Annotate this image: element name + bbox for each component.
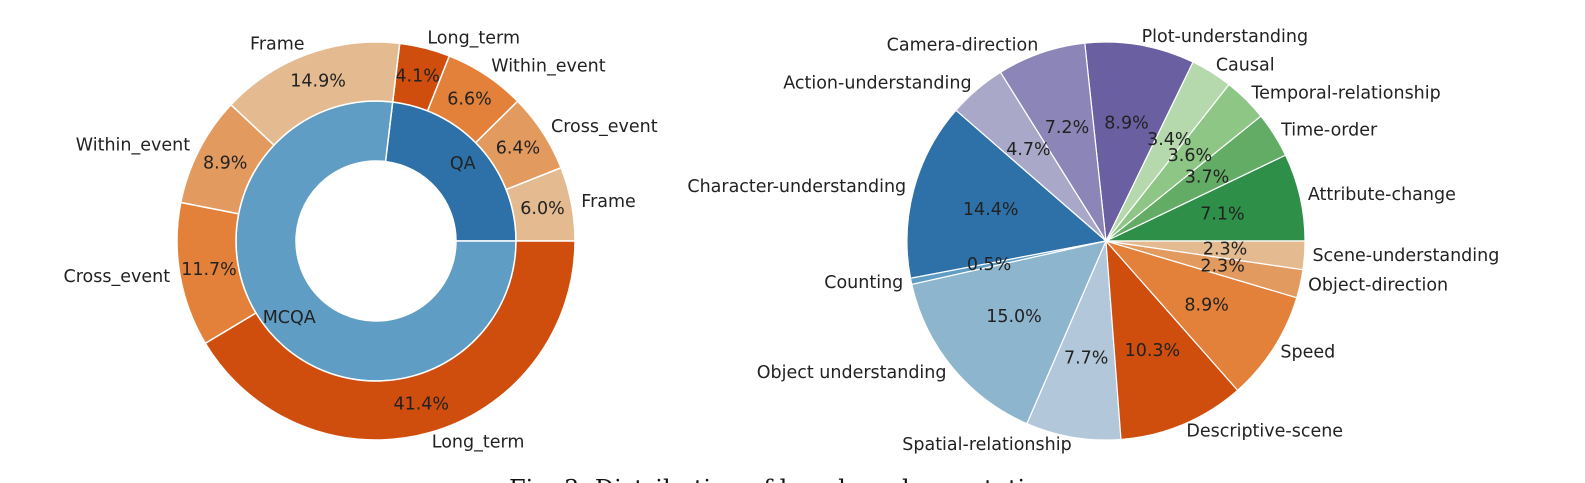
pie-category-label: Counting [824, 273, 903, 293]
pie-category-label: Descriptive-scene [1186, 422, 1343, 442]
outer-ring-category-label: Cross_event [551, 117, 658, 137]
pie-category-label: Object understanding [757, 363, 947, 383]
pie-category-label: Plot-understanding [1142, 27, 1309, 47]
outer-ring-percent-label: 11.7% [181, 260, 237, 280]
pie-percent-label: 3.7% [1185, 167, 1229, 187]
pie-percent-label: 2.3% [1203, 240, 1247, 260]
pie-category-label: Temporal-relationship [1250, 84, 1440, 104]
pie-category-label: Scene-understanding [1312, 246, 1499, 266]
pie-percent-label: 4.7% [1006, 140, 1050, 160]
pie-percent-label: 7.2% [1045, 118, 1089, 138]
pie-percent-label: 8.9% [1184, 295, 1228, 315]
pie-slice [911, 240, 1108, 425]
pie-slice [1105, 240, 1306, 271]
outer-ring-category-label: Cross_event [64, 267, 171, 287]
outer-ring-category-label: Frame [581, 192, 636, 212]
pie-slice [1084, 41, 1194, 244]
pie-category-label: Camera-direction [887, 35, 1039, 55]
outer-ring-percent-label: 6.6% [447, 90, 491, 110]
pie-percent-label: 3.4% [1147, 130, 1191, 150]
pie-slice [906, 109, 1108, 279]
outer-ring-slice [204, 240, 576, 441]
pie-chart: 7.1% Attribute-change 3.7% Time-order 3.6% Te… [687, 27, 1499, 455]
inner-ring-label: MCQA [263, 308, 316, 328]
outer-ring-category-label: Within_event [491, 57, 605, 77]
pie-percent-label: 10.3% [1125, 341, 1181, 361]
outer-ring-percent-label: 14.9% [290, 72, 346, 92]
pie-percent-label: 3.6% [1168, 146, 1212, 166]
pie-category-label: Speed [1280, 342, 1335, 362]
pie-category-label: Time-order [1280, 121, 1378, 141]
pie-slice [1105, 239, 1239, 441]
pie-category-label: Spatial-relationship [902, 435, 1071, 455]
pie-slice [1104, 239, 1298, 392]
pie-slice [1026, 240, 1122, 441]
outer-ring-percent-label: 41.4% [393, 394, 449, 414]
outer-ring-category-label: Long_term [427, 28, 520, 48]
pie-category-label: Causal [1216, 56, 1275, 76]
pie-percent-label: 8.9% [1104, 113, 1148, 133]
inner-ring-label: QA [450, 154, 476, 174]
outer-ring-percent-label: 6.0% [520, 199, 564, 219]
pie-percent-label: 14.4% [963, 200, 1019, 220]
pie-percent-label: 2.3% [1200, 257, 1244, 277]
pie-percent-label: 0.5% [967, 255, 1011, 275]
pie-category-label: Character-understanding [687, 177, 906, 197]
outer-ring-percent-label: 4.1% [395, 67, 439, 87]
outer-ring-category-label: Long_term [432, 432, 525, 452]
outer-ring-percent-label: 6.4% [496, 138, 540, 158]
outer-ring-percent-label: 8.9% [203, 154, 247, 174]
pie-percent-label: 7.1% [1200, 205, 1244, 225]
outer-ring-category-label: Within_event [76, 136, 190, 156]
pie-category-label: Object-direction [1308, 276, 1448, 296]
pie-percent-label: 7.7% [1064, 349, 1108, 369]
donut-chart: QAMCQA6.0%Frame6.4%Cross_event6.6%Within… [64, 28, 658, 452]
figure-caption: Fig. 3: Distribution of benchmark annota… [509, 475, 1075, 483]
outer-ring-category-label: Frame [250, 35, 305, 55]
pie-category-label: Action-understanding [783, 74, 971, 94]
pie-category-label: Attribute-change [1308, 185, 1456, 205]
pie-percent-label: 15.0% [986, 307, 1042, 327]
